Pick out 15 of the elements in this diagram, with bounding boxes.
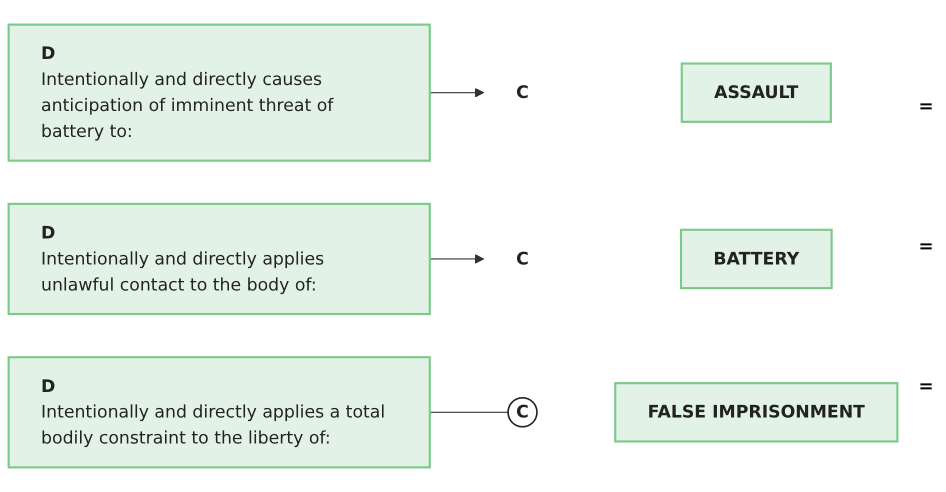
node-text: C [516, 248, 529, 269]
arrow [430, 88, 484, 98]
node-box: D Intentionally and directly applies a total bodily constraint to the liberty of: [8, 356, 431, 468]
equals-sign: = [918, 236, 934, 256]
arrow [430, 254, 484, 264]
node-box: BATTERY [680, 228, 833, 290]
equals-sign: = [918, 376, 934, 396]
node-box: D Intentionally and directly causes anticipation of imminent threat of battery to: [8, 24, 431, 162]
node-text: C [516, 82, 529, 102]
node-box: ASSAULT [680, 62, 832, 123]
equals-sign: = [918, 96, 934, 116]
node-box: D Intentionally and directly applies unlawful contact to the body of: [8, 202, 431, 316]
node-box: FALSE IMPRISONMENT [614, 382, 898, 443]
node-circle: C [507, 397, 538, 428]
connector [430, 412, 508, 413]
